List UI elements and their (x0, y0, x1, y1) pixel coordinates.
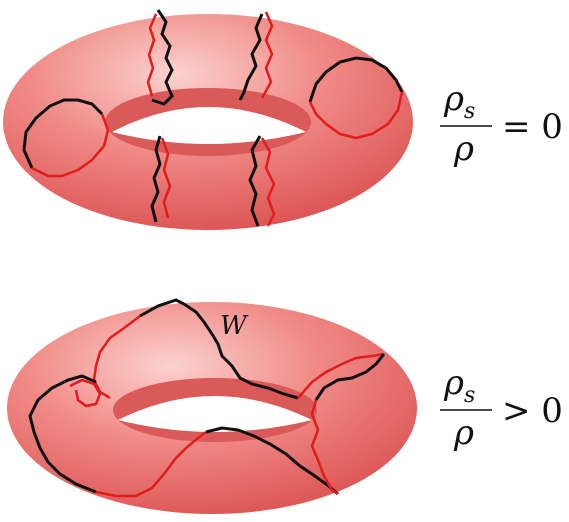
top-black-loop-4 (22, 98, 104, 169)
top-red-loop-4 (31, 113, 110, 178)
top-equation: ρ s ρ = 0 (440, 79, 563, 169)
bottom-red-path-7 (310, 399, 339, 496)
top-black-loop-5 (150, 135, 162, 223)
top-numerator-subscript: s (464, 99, 475, 124)
top-black-loop-2 (238, 13, 264, 101)
top-black-loop-6 (248, 135, 262, 227)
bottom-black-loop-left (28, 374, 97, 494)
top-red-loop-1 (146, 13, 158, 97)
top-relation: = 0 (502, 107, 563, 147)
bottom-torus (7, 298, 417, 514)
bottom-red-path-4 (69, 378, 102, 408)
top-black-loop-3 (308, 56, 404, 103)
top-fraction-denominator: ρ (453, 129, 474, 169)
bottom-red-path-1 (297, 352, 385, 399)
bottom-black-path-2 (314, 353, 386, 401)
bottom-red-path-5 (95, 431, 207, 498)
bottom-equation: ρ s ρ > 0 (440, 363, 563, 453)
bottom-torus-hole (118, 396, 312, 432)
winding-label-w: W (220, 311, 249, 341)
top-red-loop-3 (308, 91, 404, 140)
bottom-black-winding-path-w (139, 298, 299, 400)
top-red-loop-5 (160, 137, 172, 219)
bottom-relation: > 0 (502, 391, 563, 431)
bottom-fraction-numerator: ρ (443, 363, 464, 403)
top-black-loop-1 (151, 9, 174, 106)
bottom-black-path-6 (205, 426, 339, 496)
top-fraction-numerator: ρ (443, 79, 464, 119)
top-red-loop-6 (260, 137, 276, 227)
bottom-fraction-denominator: ρ (453, 413, 474, 453)
top-torus (3, 9, 413, 230)
top-torus-hole (112, 107, 306, 144)
top-red-loop-2 (260, 11, 274, 99)
bottom-numerator-subscript: s (464, 383, 475, 408)
